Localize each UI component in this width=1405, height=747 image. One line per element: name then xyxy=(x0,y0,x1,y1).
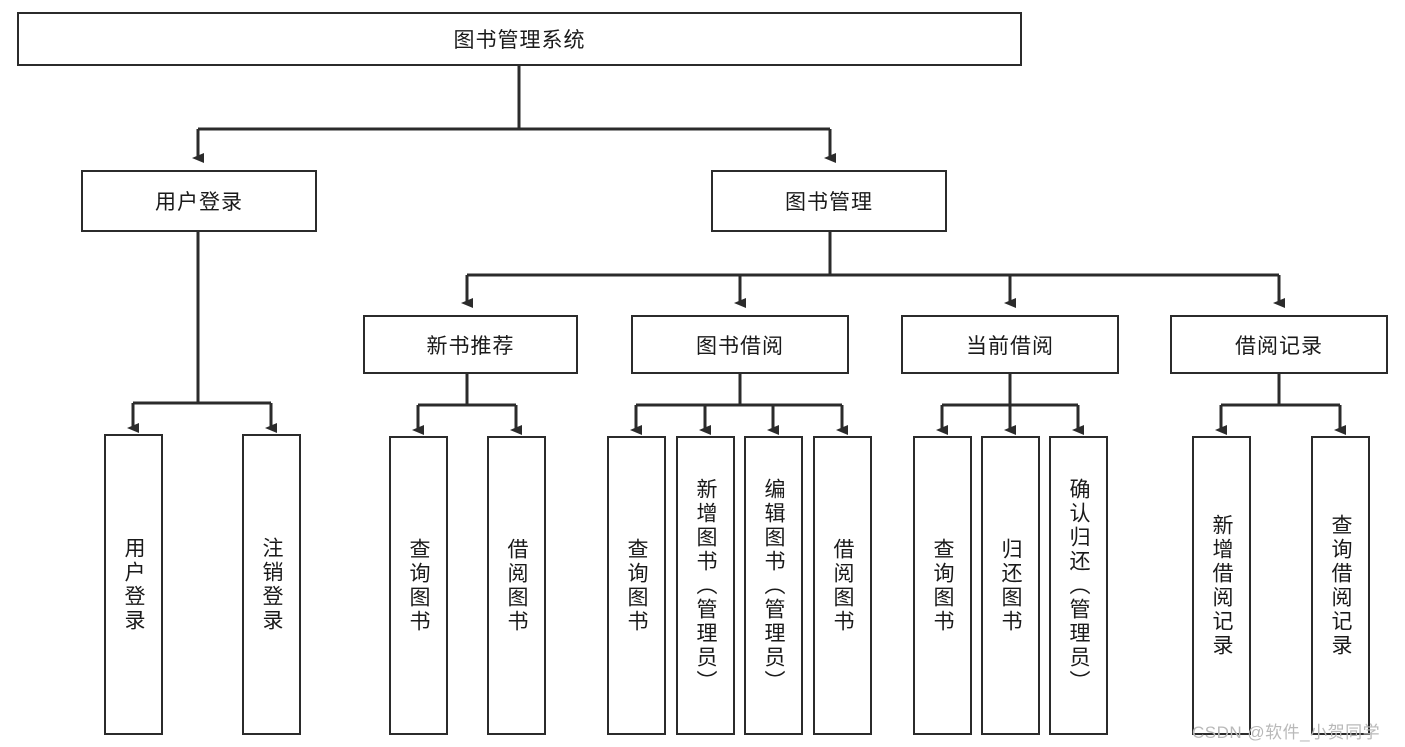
leaf-user-login-login[interactable]: 用户登录 xyxy=(104,434,163,735)
leaf-borrow-record-query[interactable]: 查询借阅记录 xyxy=(1311,436,1370,735)
leaf-borrow-record-add[interactable]: 新增借阅记录 xyxy=(1192,436,1251,735)
leaf-book-borrow-edit[interactable]: 编辑图书（管理员） xyxy=(744,436,803,735)
node-book-borrow[interactable]: 图书借阅 xyxy=(631,315,849,374)
leaf-user-login-logout-label: 注销登录 xyxy=(260,536,283,633)
leaf-new-book-query[interactable]: 查询图书 xyxy=(389,436,448,735)
node-current-borrow[interactable]: 当前借阅 xyxy=(901,315,1119,374)
node-root-label: 图书管理系统 xyxy=(453,29,586,52)
node-new-book-recommend-label: 新书推荐 xyxy=(426,334,515,358)
leaf-book-borrow-query[interactable]: 查询图书 xyxy=(607,436,666,735)
node-root-system[interactable]: 图书管理系统 xyxy=(17,12,1022,66)
leaf-current-borrow-query-label: 查询图书 xyxy=(931,537,954,634)
leaf-borrow-record-add-label: 新增借阅记录 xyxy=(1210,513,1233,658)
node-new-book-recommend[interactable]: 新书推荐 xyxy=(363,315,578,374)
leaf-current-borrow-return[interactable]: 归还图书 xyxy=(981,436,1040,735)
node-borrow-record-label: 借阅记录 xyxy=(1235,334,1323,358)
leaf-user-login-login-label: 用户登录 xyxy=(122,536,145,633)
leaf-book-borrow-borrow-label: 借阅图书 xyxy=(831,537,854,634)
leaf-user-login-logout[interactable]: 注销登录 xyxy=(242,434,301,735)
leaf-book-borrow-edit-label: 编辑图书（管理员） xyxy=(762,477,785,694)
leaf-current-borrow-query[interactable]: 查询图书 xyxy=(913,436,972,735)
node-user-login[interactable]: 用户登录 xyxy=(81,170,317,232)
leaf-book-borrow-add-label: 新增图书（管理员） xyxy=(694,477,717,694)
node-borrow-record[interactable]: 借阅记录 xyxy=(1170,315,1388,374)
node-book-borrow-label: 图书借阅 xyxy=(696,334,784,358)
csdn-watermark: CSDN @软件_小贺同学 xyxy=(1192,723,1381,742)
node-user-login-label: 用户登录 xyxy=(155,191,243,214)
node-book-management-label: 图书管理 xyxy=(785,191,873,214)
leaf-new-book-query-label: 查询图书 xyxy=(407,537,430,634)
leaf-current-borrow-confirm-label: 确认归还（管理员） xyxy=(1067,477,1090,694)
leaf-book-borrow-add[interactable]: 新增图书（管理员） xyxy=(676,436,735,735)
leaf-current-borrow-return-label: 归还图书 xyxy=(999,537,1022,634)
leaf-borrow-record-query-label: 查询借阅记录 xyxy=(1329,513,1352,658)
node-book-management[interactable]: 图书管理 xyxy=(711,170,947,232)
leaf-book-borrow-query-label: 查询图书 xyxy=(625,537,648,634)
node-current-borrow-label: 当前借阅 xyxy=(966,334,1054,358)
leaf-book-borrow-borrow[interactable]: 借阅图书 xyxy=(813,436,872,735)
leaf-current-borrow-confirm[interactable]: 确认归还（管理员） xyxy=(1049,436,1108,735)
leaf-new-book-borrow[interactable]: 借阅图书 xyxy=(487,436,546,735)
leaf-new-book-borrow-label: 借阅图书 xyxy=(505,537,528,634)
